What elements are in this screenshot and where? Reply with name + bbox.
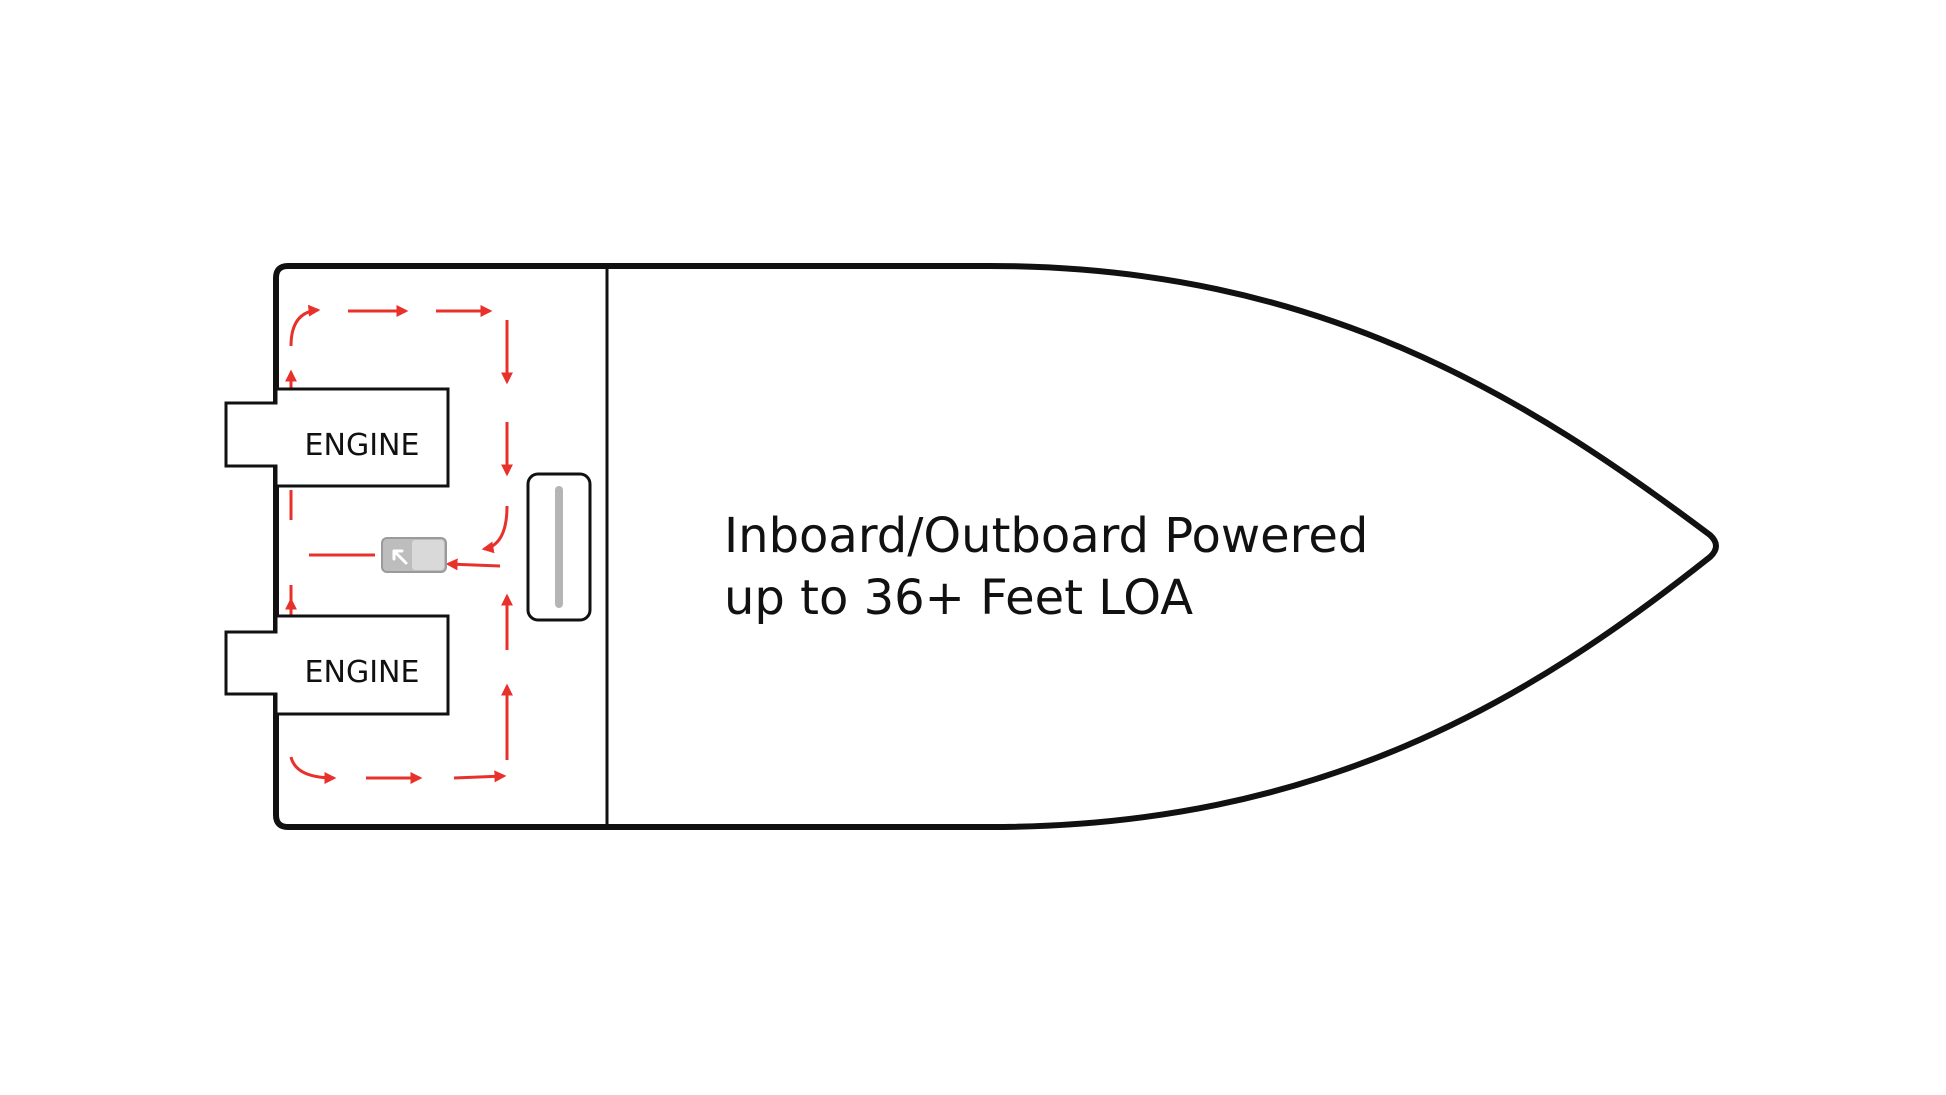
engine-top-shape [224,387,450,488]
caption-line-2: up to 36+ Feet LOA [724,570,1193,626]
airflow-dashes [289,490,375,618]
flow-arrow [481,505,509,554]
engine-bottom-label: ENGINE [305,655,420,690]
engine-top-label: ENGINE [305,428,420,463]
gray-unit-icon [381,537,447,573]
caption-line-1: Inboard/Outboard Powered [724,508,1368,564]
engine-bottom-shape [224,614,450,716]
vent-slot [526,472,592,622]
flow-arrow [445,558,501,571]
boat-hull-outline [273,263,1719,830]
flow-arrow [289,756,337,784]
flow-arrow [289,304,321,347]
flow-arrow [453,770,507,783]
